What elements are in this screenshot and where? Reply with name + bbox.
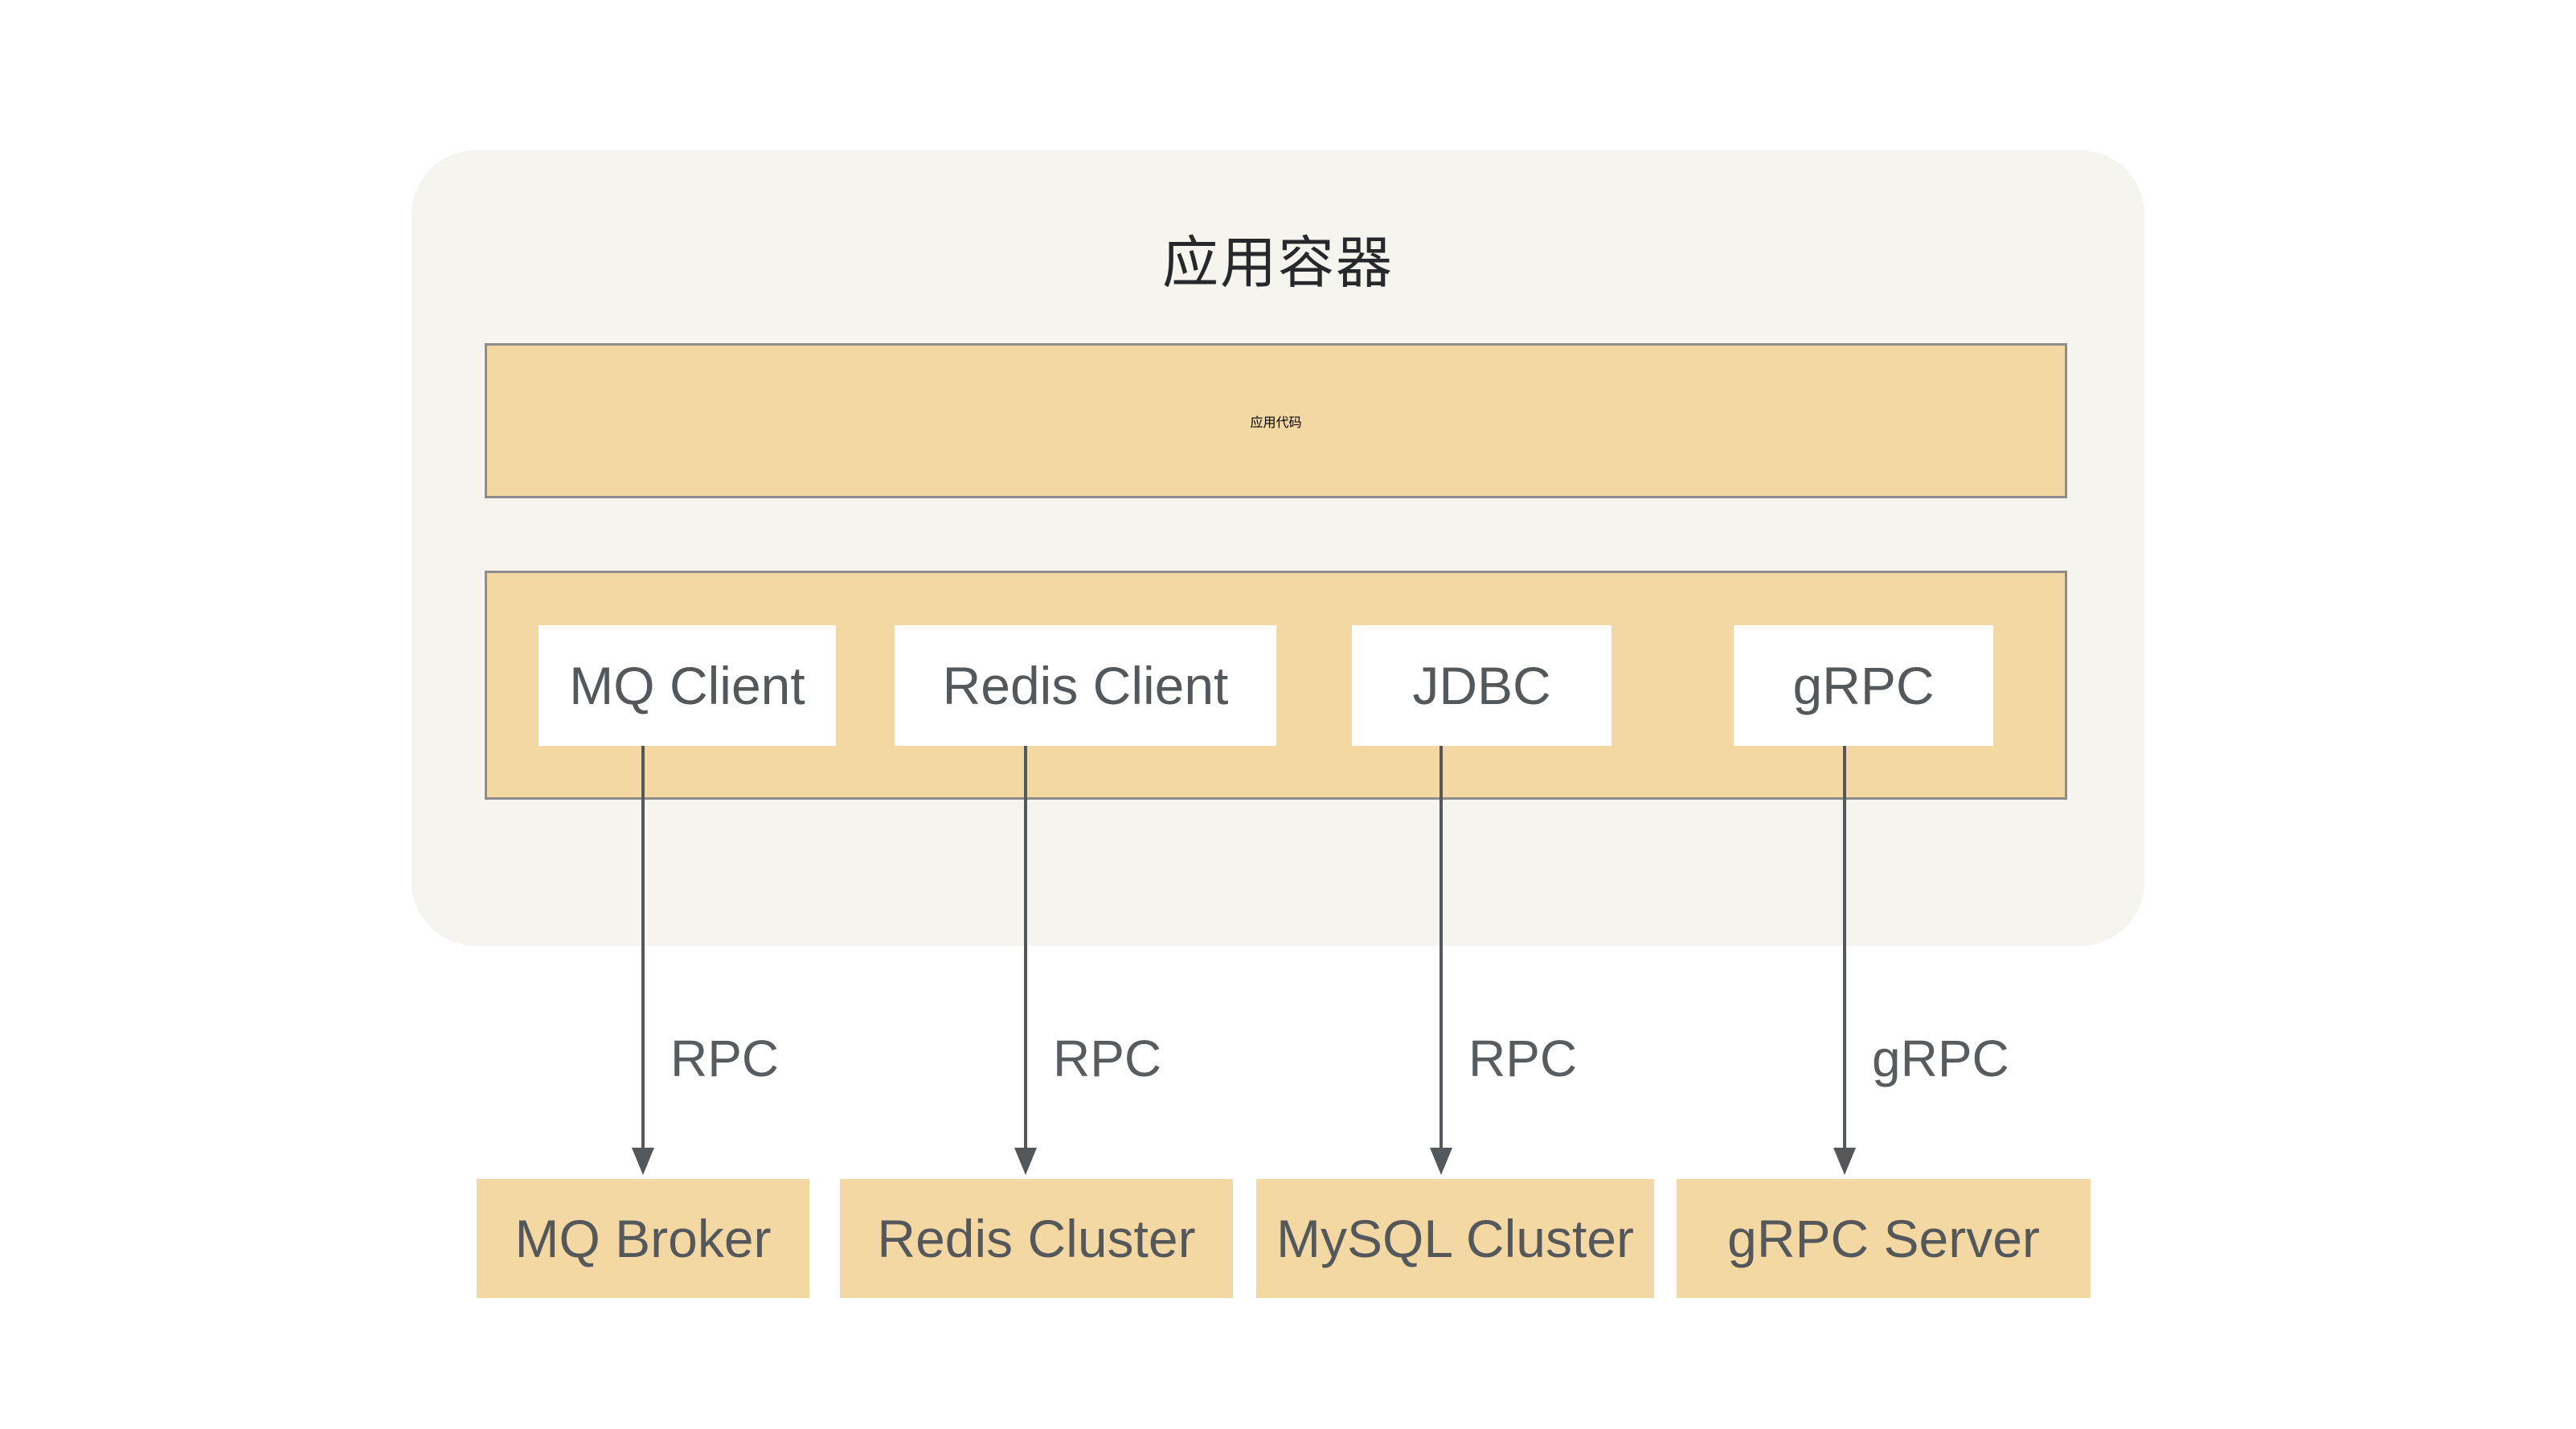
client-label-grpc: gRPC [1792,656,1935,715]
connection-protocol-mq: RPC [670,1030,780,1087]
server-label-grpc-server: gRPC Server [1727,1209,2040,1268]
connection-protocol-mysql: RPC [1468,1030,1578,1087]
server-box-mysql-cluster: MySQL Cluster [1256,1179,1654,1298]
app-container-title: 应用容器 [1162,231,1394,294]
arrow-line-redis [1024,746,1027,1149]
connection-protocol-redis: RPC [1053,1030,1162,1087]
client-box-jdbc: JDBC [1352,625,1612,746]
app-code-label: 应用代码 [1250,416,1302,430]
server-label-mq-broker: MQ Broker [514,1209,772,1268]
connection-protocol-grpc: gRPC [1872,1030,2009,1087]
client-label-jdbc: JDBC [1412,656,1551,715]
client-label-mq: MQ Client [569,656,805,715]
server-box-grpc-server: gRPC Server [1677,1179,2091,1298]
server-box-redis-cluster: Redis Cluster [840,1179,1233,1298]
arrow-head-icon [1014,1148,1037,1175]
sdk-layer: MQ Client Redis Client JDBC gRPC [485,571,2067,800]
arrow-head-icon [1430,1148,1452,1175]
client-box-redis: Redis Client [895,625,1276,746]
arrow-head-icon [632,1148,654,1175]
client-box-mq: MQ Client [539,625,836,746]
client-box-grpc: gRPC [1734,625,1993,746]
app-container: 应用容器 应用代码 MQ Client Redis Client JDBC gR… [412,150,2144,946]
arrow-line-mysql [1440,746,1443,1149]
client-label-redis: Redis Client [942,656,1229,715]
app-code-layer: 应用代码 [485,343,2067,498]
arrow-line-grpc [1843,746,1846,1149]
server-label-redis-cluster: Redis Cluster [877,1209,1196,1268]
server-box-mq-broker: MQ Broker [477,1179,809,1298]
server-label-mysql-cluster: MySQL Cluster [1276,1209,1634,1268]
arrow-head-icon [1833,1148,1856,1175]
arrow-line-mq [641,746,645,1149]
